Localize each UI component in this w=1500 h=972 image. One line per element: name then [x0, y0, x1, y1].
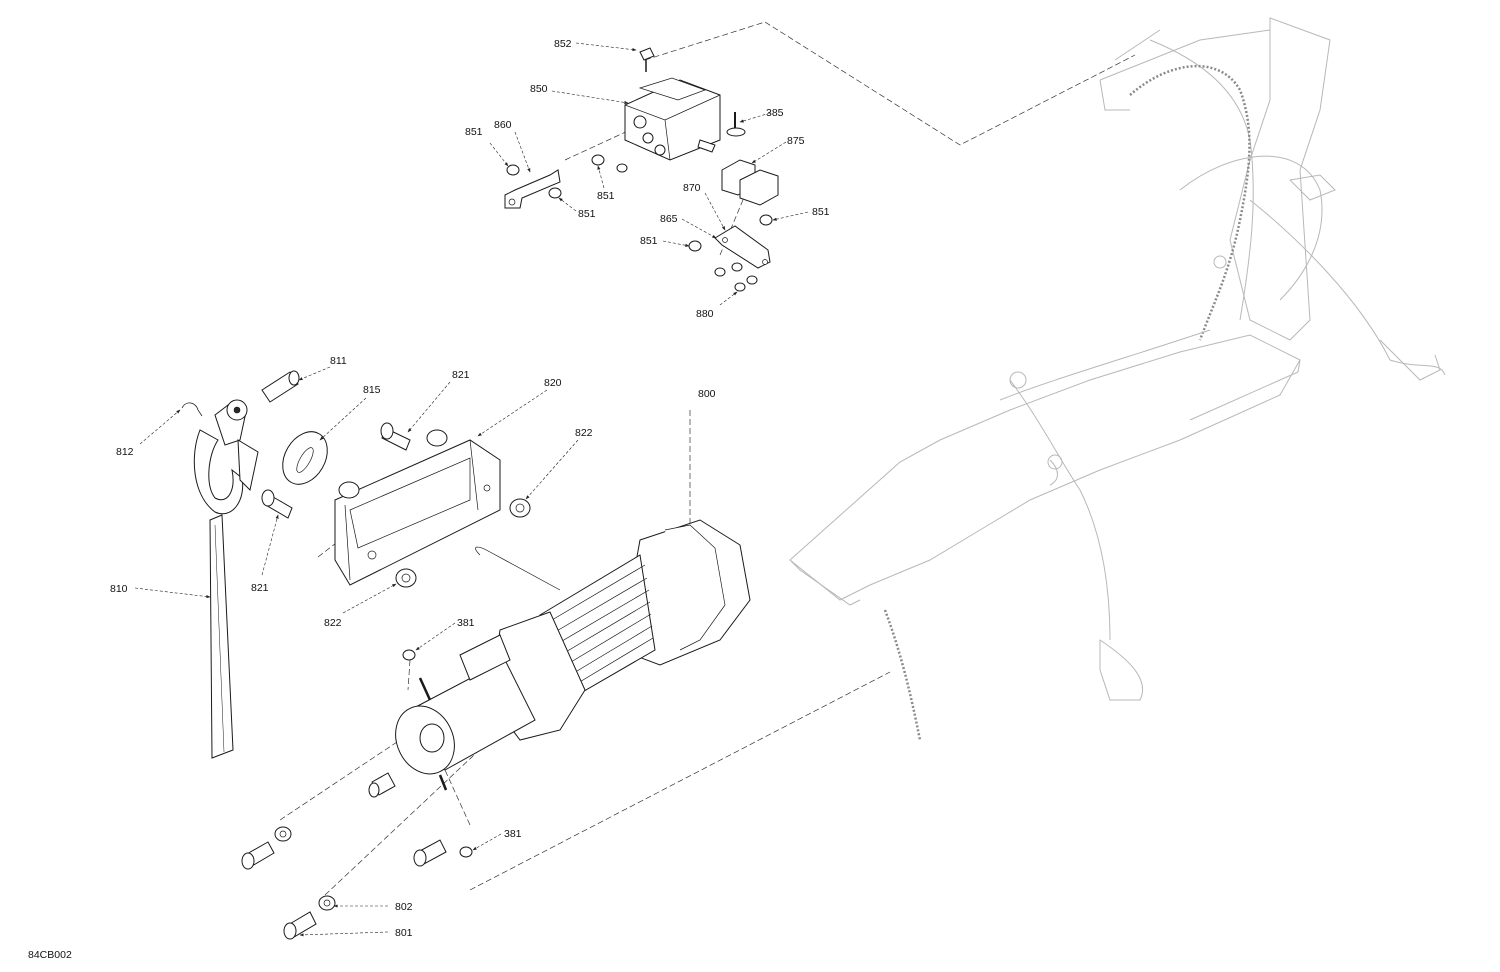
label-822-b: 822 [324, 617, 342, 629]
nuts-822 [395, 498, 531, 588]
bolt-852 [639, 47, 655, 72]
leader-lines [134, 42, 809, 937]
winch-strap-810 [209, 514, 234, 759]
washers-802 [274, 826, 336, 911]
label-851-b: 851 [597, 190, 615, 202]
label-381-a: 381 [457, 617, 475, 629]
label-802: 802 [395, 901, 413, 913]
label-821-a: 821 [452, 369, 470, 381]
bolts-801 [241, 772, 447, 940]
label-850: 850 [530, 83, 548, 95]
label-801: 801 [395, 927, 413, 939]
guide-plate-815 [282, 431, 328, 485]
label-875: 875 [787, 135, 805, 147]
bolts-821 [261, 422, 411, 519]
label-812: 812 [116, 446, 134, 458]
bracket-860 [504, 169, 561, 209]
pin-811 [261, 370, 300, 403]
label-822-a: 822 [575, 427, 593, 439]
assembly-guide-lines [279, 21, 1136, 896]
vehicle-frame-ghost [789, 17, 1446, 741]
label-820: 820 [544, 377, 562, 389]
label-851-d: 851 [640, 235, 658, 247]
relays-875 [721, 159, 779, 206]
winch-800 [395, 519, 751, 791]
bolt-385 [726, 112, 746, 137]
diagram-id: 84CB002 [28, 949, 72, 961]
label-852: 852 [554, 38, 572, 50]
label-851-a: 851 [465, 126, 483, 138]
label-381-b: 381 [504, 828, 522, 840]
washers-880 [688, 214, 773, 292]
label-810: 810 [110, 583, 128, 595]
solenoid-assembly [624, 77, 721, 161]
label-811: 811 [330, 355, 347, 367]
label-870: 870 [683, 182, 701, 194]
label-821-b: 821 [251, 582, 269, 594]
label-385: 385 [766, 107, 784, 119]
label-815: 815 [363, 384, 381, 396]
label-851-c: 851 [578, 208, 596, 220]
label-851-e: 851 [812, 206, 830, 218]
clip-812 [181, 402, 203, 417]
label-860: 860 [494, 119, 512, 131]
nuts-851-upper [506, 154, 628, 199]
label-880: 880 [696, 308, 714, 320]
label-800: 800 [698, 388, 716, 400]
part-labels: 852 850 385 860 851 851 851 875 870 865 … [28, 38, 830, 961]
hook-assembly [193, 399, 259, 515]
label-865: 865 [660, 213, 678, 225]
bracket-865 [714, 225, 771, 269]
roller-fairlead-820 [334, 429, 501, 586]
nuts-381 [402, 649, 473, 858]
